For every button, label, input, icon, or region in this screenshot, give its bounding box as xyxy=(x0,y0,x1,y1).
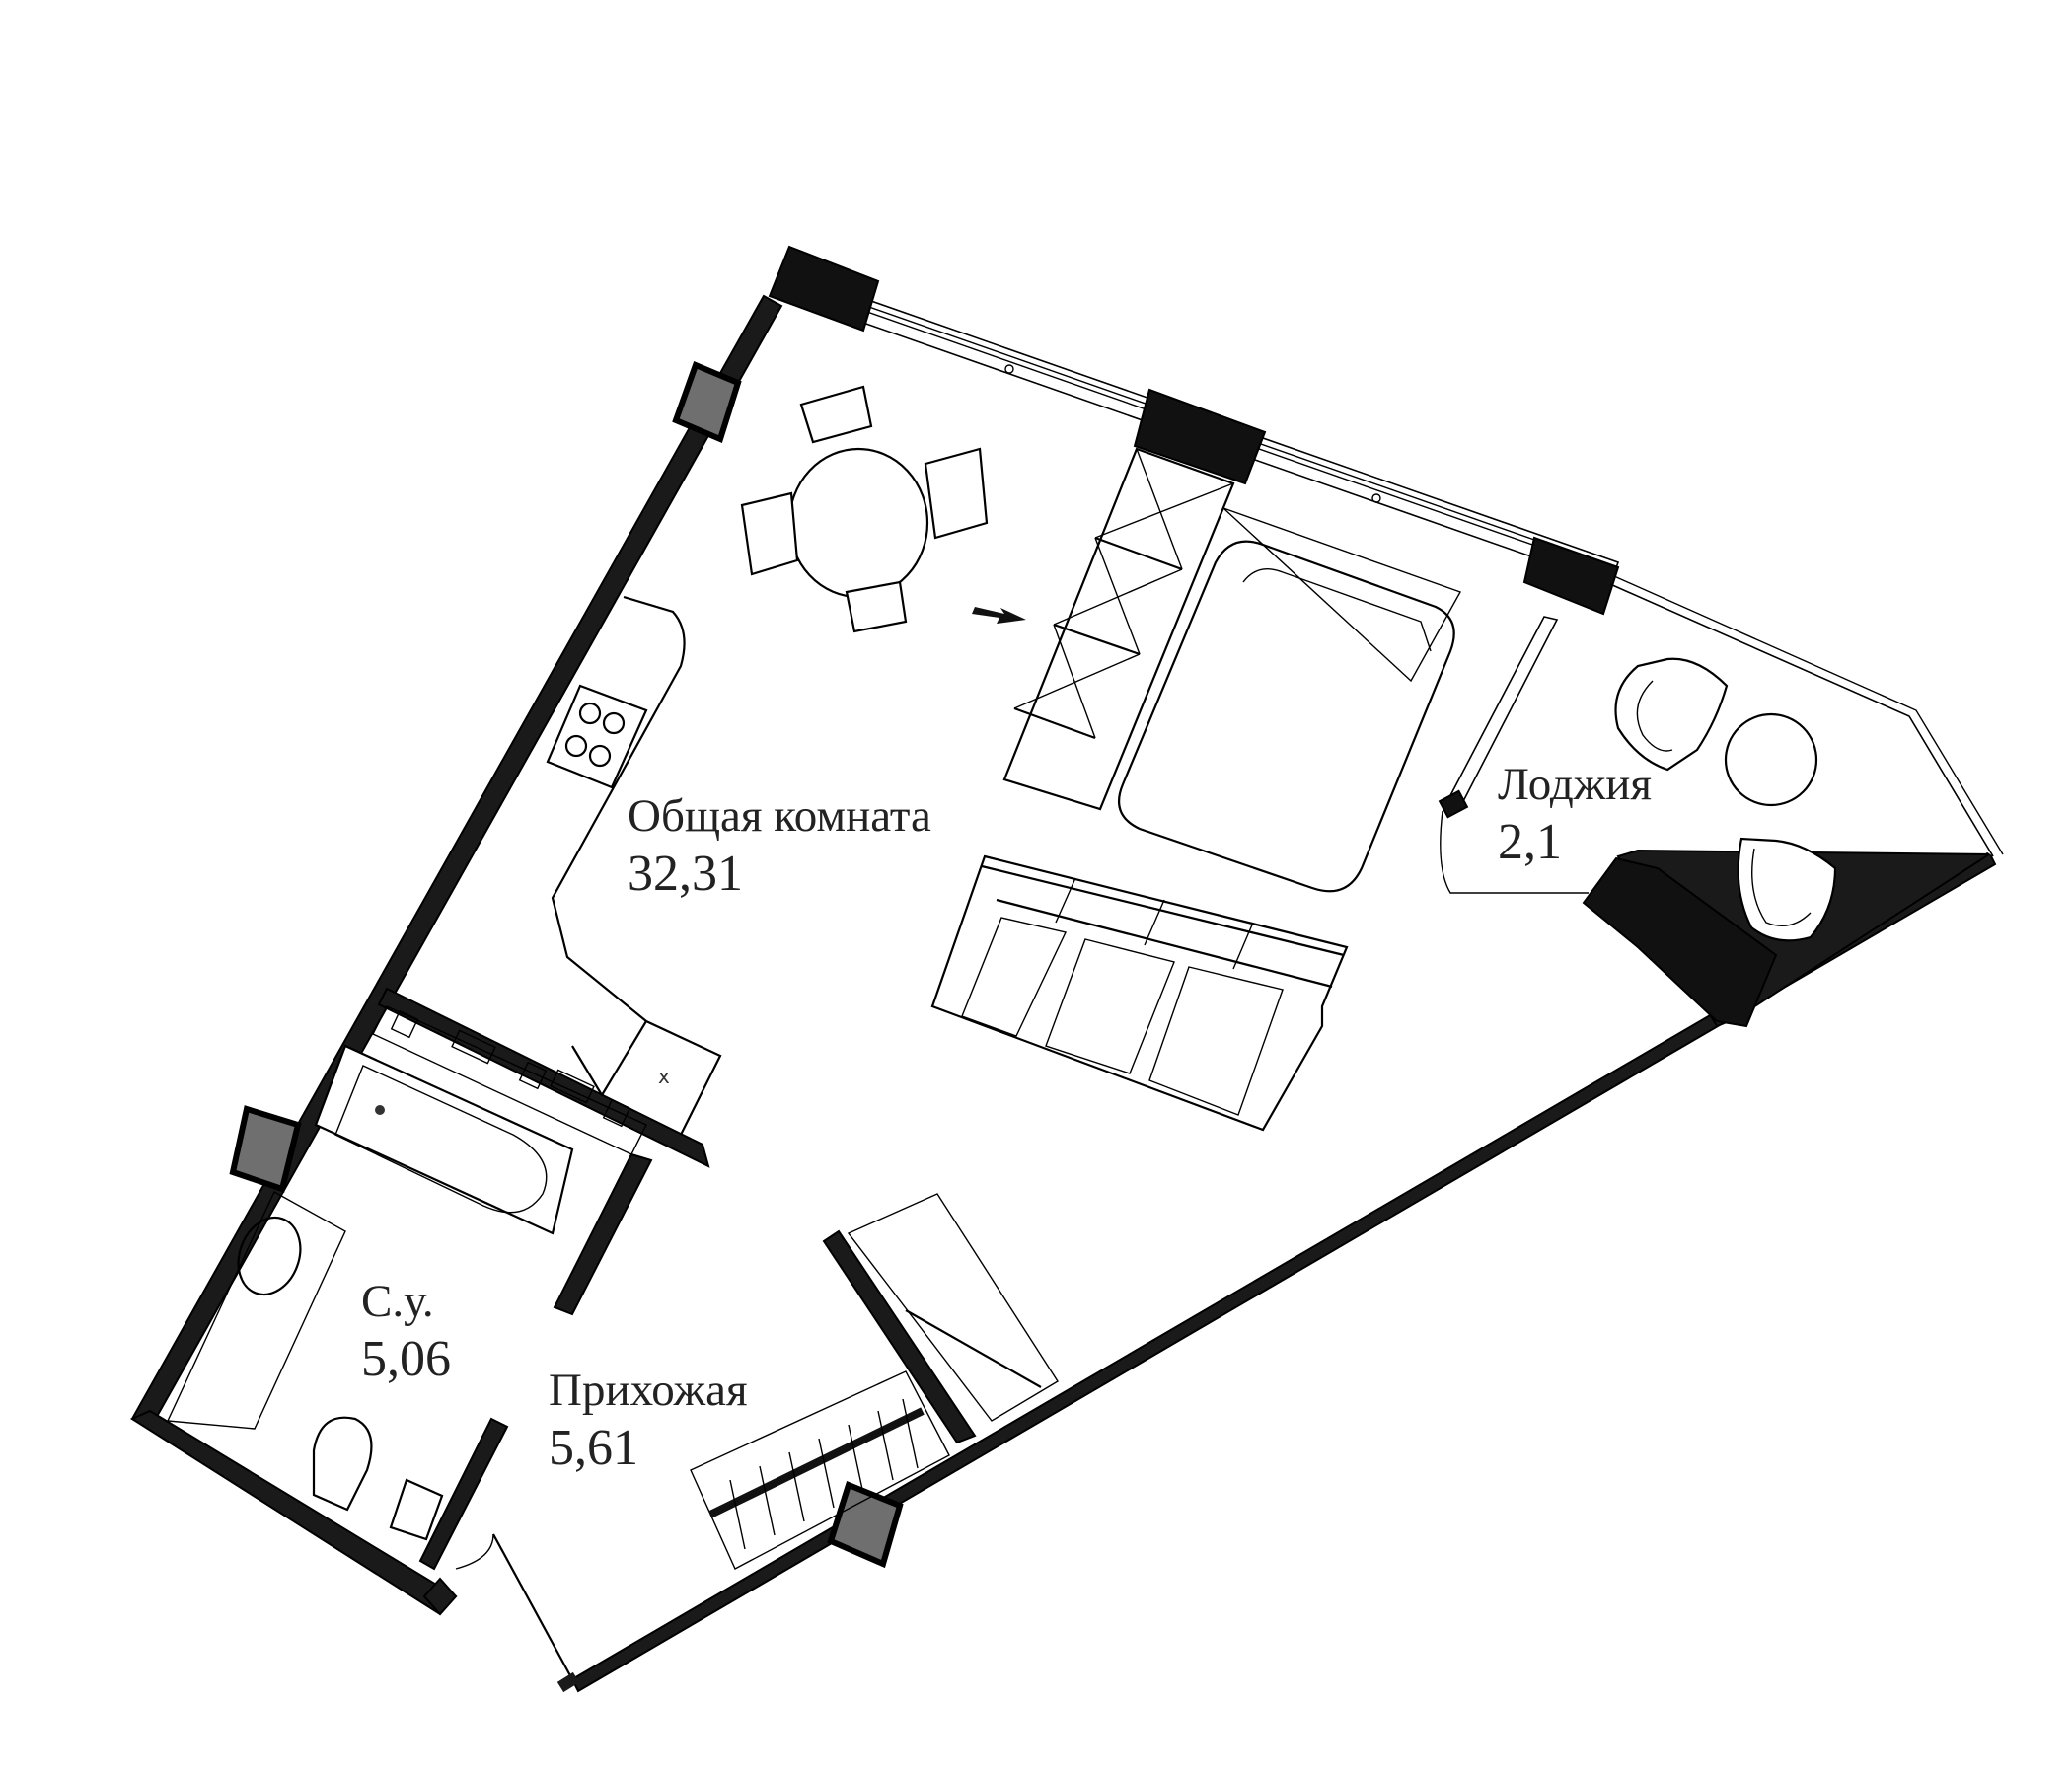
kitchen: x xyxy=(546,595,722,1137)
room-area: 5,61 xyxy=(549,1420,638,1477)
room-label-bathroom: С.у. 5,06 xyxy=(361,1275,451,1390)
room-label-living: Общая комната 32,31 xyxy=(628,789,931,905)
loggia-furniture xyxy=(1614,657,1837,942)
room-area: 5,06 xyxy=(361,1331,451,1388)
sofa xyxy=(930,854,1349,1132)
room-name: Общая комната xyxy=(628,790,931,842)
wardrobe xyxy=(1002,447,1235,811)
room-label-loggia: Лоджия 2,1 xyxy=(1498,758,1652,873)
direction-arrow xyxy=(972,607,1026,624)
room-name: С.у. xyxy=(361,1276,434,1327)
room-area: 32,31 xyxy=(628,846,743,903)
room-label-hallway: Прихожая 5,61 xyxy=(549,1364,748,1479)
room-name: Лоджия xyxy=(1498,759,1653,810)
loggia-railing xyxy=(1438,575,2004,894)
entrance-door xyxy=(455,1533,580,1693)
room-area: 2,1 xyxy=(1498,814,1562,871)
pillars xyxy=(229,245,1778,1569)
hallway-features xyxy=(690,1193,1059,1570)
dining-set xyxy=(740,385,989,633)
svg-text:x: x xyxy=(658,1065,670,1088)
room-name: Прихожая xyxy=(549,1365,748,1416)
bed xyxy=(1118,507,1462,893)
bathroom-fixtures xyxy=(166,1005,647,1541)
